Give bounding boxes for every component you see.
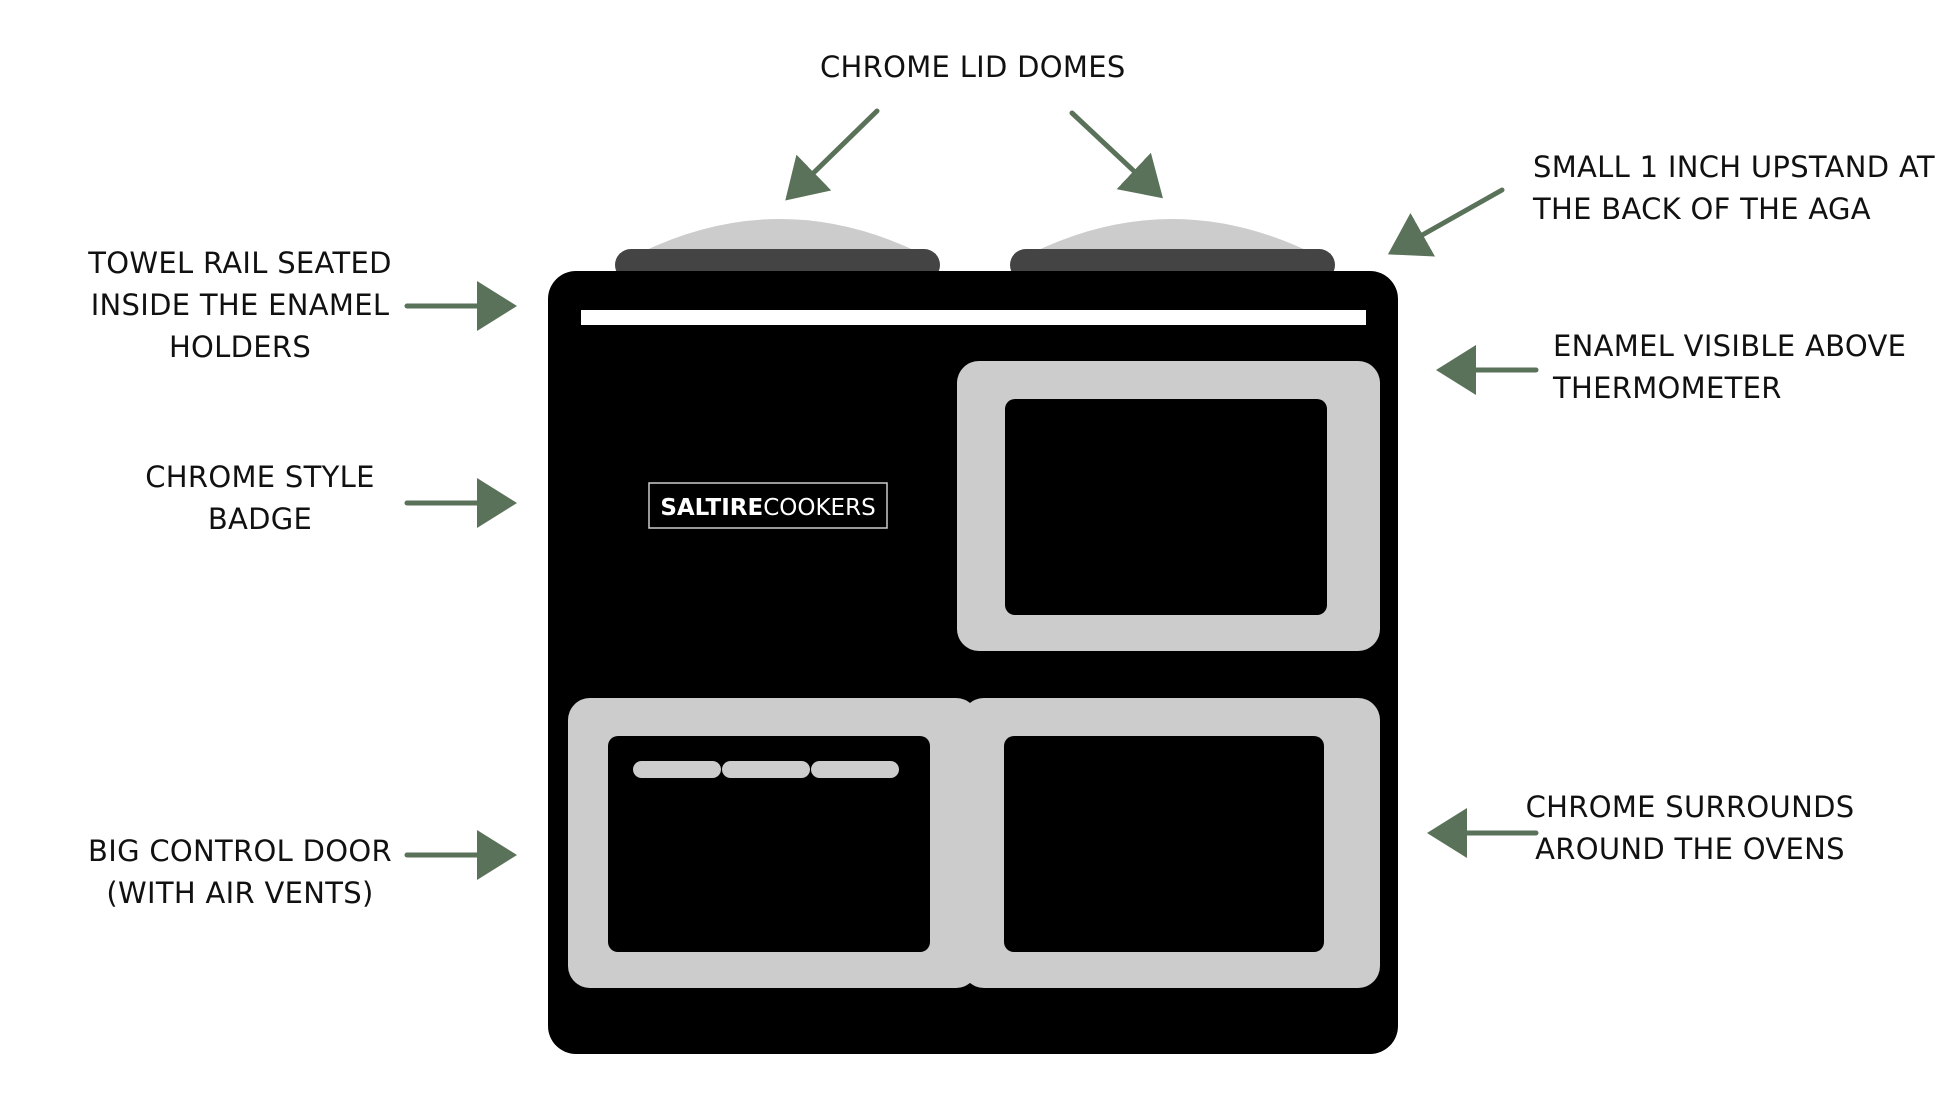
label-line: INSIDE THE ENAMEL: [90, 288, 390, 322]
left-lid-dome: [640, 219, 920, 253]
air-vent-2: [722, 761, 810, 778]
label-line: ENAMEL VISIBLE ABOVE: [1553, 329, 1907, 363]
label-line: CHROME SURROUNDS: [1525, 790, 1855, 824]
label-small-upstand: SMALL 1 INCH UPSTAND AT THE BACK OF THE …: [1533, 146, 1935, 230]
label-line: (WITH AIR VENTS): [106, 876, 374, 910]
label-line: BADGE: [207, 502, 313, 536]
label-line: CHROME LID DOMES: [820, 50, 1126, 84]
control-door: [608, 736, 930, 952]
label-line: THE BACK OF THE AGA: [1533, 192, 1871, 226]
label-enamel-visible: ENAMEL VISIBLE ABOVE THERMOMETER: [1553, 325, 1906, 409]
label-line: SMALL 1 INCH UPSTAND AT: [1533, 150, 1935, 184]
svg-text:SALTIRECOOKERS: SALTIRECOOKERS: [660, 495, 875, 521]
label-line: BIG CONTROL DOOR: [88, 834, 392, 868]
saltire-cookers-badge: SALTIRECOOKERS: [648, 482, 888, 529]
right-lid-dome: [1032, 219, 1312, 253]
bottom-oven-door: [1004, 736, 1324, 952]
label-control-door: BIG CONTROL DOOR (WITH AIR VENTS): [60, 830, 420, 914]
label-line: HOLDERS: [168, 330, 312, 364]
arrow-lid-dome-left: [785, 108, 880, 201]
label-towel-rail: TOWEL RAIL SEATED INSIDE THE ENAMEL HOLD…: [60, 242, 420, 368]
arrow-upstand: [1387, 187, 1505, 257]
label-line: AROUND THE OVENS: [1535, 832, 1845, 866]
label-chrome-surrounds: CHROME SURROUNDS AROUND THE OVENS: [1520, 786, 1860, 870]
badge-light-text: COOKERS: [763, 495, 875, 521]
badge-bold-text: SALTIRE: [660, 495, 763, 521]
label-chrome-lid-domes: CHROME LID DOMES: [820, 46, 1126, 88]
towel-rail: [581, 310, 1366, 325]
air-vent-1: [633, 761, 721, 778]
label-line: CHROME STYLE: [145, 460, 375, 494]
label-line: TOWEL RAIL SEATED: [88, 246, 392, 280]
top-oven-door: [1005, 399, 1327, 615]
arrow-lid-dome-right: [1069, 110, 1163, 199]
label-chrome-badge: CHROME STYLE BADGE: [90, 456, 430, 540]
air-vent-3: [811, 761, 899, 778]
label-line: THERMOMETER: [1553, 371, 1782, 405]
